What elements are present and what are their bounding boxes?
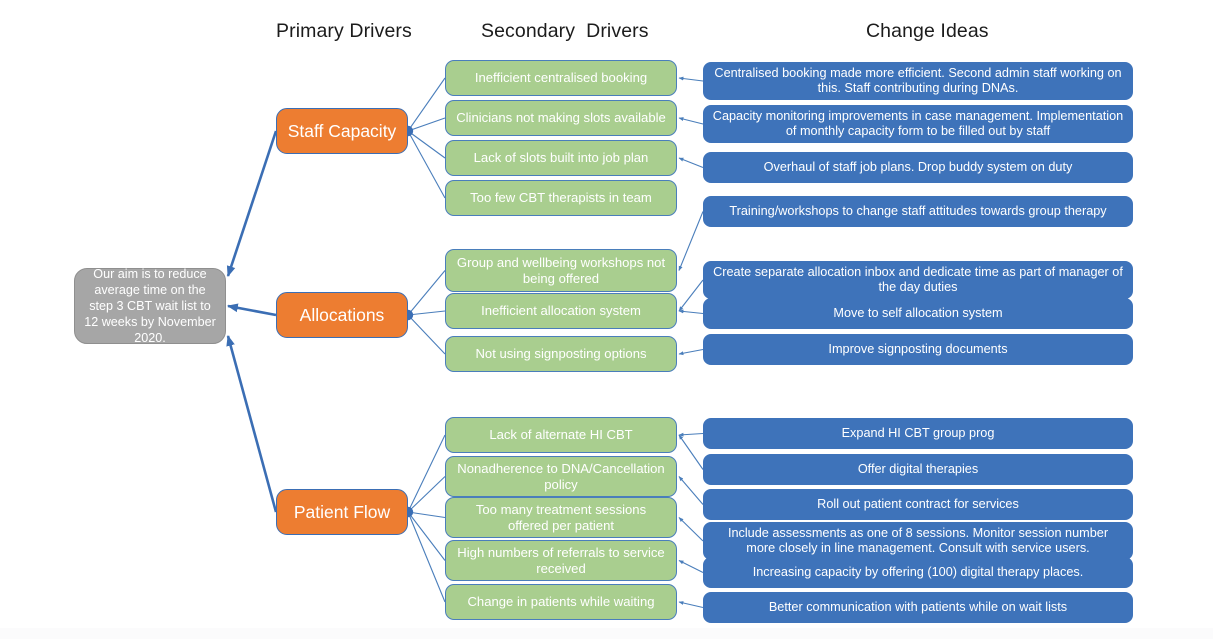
column-header-0: Primary Drivers xyxy=(276,20,412,42)
connector-primary-secondary-2 xyxy=(407,130,446,159)
secondary-driver-lack-of-alternate-hi-cbt[interactable]: Lack of alternate HI CBT xyxy=(445,417,677,453)
secondary-driver-group-and-wellbeing-workshops-not-being-offered[interactable]: Group and wellbeing workshops not being … xyxy=(445,249,677,292)
node-label: Increasing capacity by offering (100) di… xyxy=(752,565,1084,580)
secondary-driver-too-few-cbt-therapists-in-team[interactable]: Too few CBT therapists in team xyxy=(445,180,677,216)
change-idea-move-to-self-allocation-system[interactable]: Move to self allocation system xyxy=(703,298,1133,329)
connector-idea-secondary-1 xyxy=(678,117,704,125)
node-label: Offer digital therapies xyxy=(857,462,979,477)
node-label: Lack of slots built into job plan xyxy=(473,150,649,166)
change-idea-roll-out-patient-contract-for-services[interactable]: Roll out patient contract for services xyxy=(703,489,1133,520)
connector-trunk-0 xyxy=(226,130,278,278)
node-label: Group and wellbeing workshops not being … xyxy=(456,255,666,286)
node-label: Overhaul of staff job plans. Drop buddy … xyxy=(763,160,1073,175)
connector-idea-secondary-4 xyxy=(678,279,704,312)
node-label: Inefficient centralised booking xyxy=(474,70,648,86)
connector-primary-secondary-11 xyxy=(407,511,446,603)
change-idea-include-assessments-as-one-of-8-sessions[interactable]: Include assessments as one of 8 sessions… xyxy=(703,522,1133,560)
change-idea-improve-signposting-documents[interactable]: Improve signposting documents xyxy=(703,334,1133,365)
primary-driver-staff-capacity[interactable]: Staff Capacity xyxy=(276,108,408,154)
connector-idea-secondary-11 xyxy=(678,560,704,573)
column-header-2: Change Ideas xyxy=(866,20,989,42)
connector-primary-secondary-0 xyxy=(407,77,446,132)
connector-idea-secondary-12 xyxy=(678,601,704,609)
node-label: Capacity monitoring improvements in case… xyxy=(712,109,1124,138)
node-label: Not using signposting options xyxy=(475,346,647,362)
node-label: Patient Flow xyxy=(293,501,391,522)
node-label: Nonadherence to DNA/Cancellation policy xyxy=(457,461,665,492)
connector-primary-secondary-9 xyxy=(407,511,446,519)
connector-idea-secondary-3 xyxy=(678,211,704,271)
node-label: Lack of alternate HI CBT xyxy=(489,427,633,443)
connector-idea-secondary-10 xyxy=(678,517,704,542)
connector-idea-secondary-6 xyxy=(678,348,704,356)
node-label: Too few CBT therapists in team xyxy=(470,190,652,206)
secondary-driver-clinicians-not-making-slots-available[interactable]: Clinicians not making slots available xyxy=(445,100,677,136)
primary-driver-allocations[interactable]: Allocations xyxy=(276,292,408,338)
bottom-band xyxy=(0,628,1213,639)
node-label: Expand HI CBT group prog xyxy=(841,426,995,441)
change-idea-centralised-booking-made-more-efficient[interactable]: Centralised booking made more efficient.… xyxy=(703,62,1133,100)
aim-statement-box[interactable]: Our aim is to reduce average time on the… xyxy=(74,266,226,346)
connector-primary-secondary-1 xyxy=(407,117,446,132)
connector-primary-secondary-6 xyxy=(407,314,446,355)
node-label: Improve signposting documents xyxy=(828,342,1008,357)
connector-primary-secondary-10 xyxy=(407,511,446,561)
secondary-driver-inefficient-centralised-booking[interactable]: Inefficient centralised booking xyxy=(445,60,677,96)
connector-primary-secondary-7 xyxy=(407,434,446,513)
secondary-driver-inefficient-allocation-system[interactable]: Inefficient allocation system xyxy=(445,293,677,329)
connector-primary-secondary-3 xyxy=(407,130,446,199)
node-label: Our aim is to reduce average time on the… xyxy=(84,266,216,346)
column-header-1: Secondary Drivers xyxy=(481,20,649,42)
change-idea-capacity-monitoring-improvements[interactable]: Capacity monitoring improvements in case… xyxy=(703,105,1133,143)
change-idea-offer-digital-therapies[interactable]: Offer digital therapies xyxy=(703,454,1133,485)
secondary-driver-change-in-patients-while-waiting[interactable]: Change in patients while waiting xyxy=(445,584,677,620)
node-label: Clinicians not making slots available xyxy=(456,110,666,126)
connector-trunk-2 xyxy=(226,334,278,513)
change-idea-training-workshops-group-therapy[interactable]: Training/workshops to change staff attit… xyxy=(703,196,1133,227)
node-label: Better communication with patients while… xyxy=(768,600,1068,615)
connector-idea-secondary-5 xyxy=(678,309,704,315)
connector-idea-secondary-8 xyxy=(678,434,704,470)
node-label: Include assessments as one of 8 sessions… xyxy=(727,526,1109,555)
node-label: Move to self allocation system xyxy=(833,306,1003,321)
change-idea-increasing-capacity-digital-therapy-places[interactable]: Increasing capacity by offering (100) di… xyxy=(703,557,1133,588)
connector-primary-secondary-4 xyxy=(407,270,446,316)
secondary-driver-nonadherence-to-dna-cancellation-policy[interactable]: Nonadherence to DNA/Cancellation policy xyxy=(445,456,677,497)
node-label: Change in patients while waiting xyxy=(467,594,655,610)
connector-primary-secondary-5 xyxy=(407,310,446,316)
connector-idea-secondary-7 xyxy=(678,432,704,437)
connector-primary-secondary-8 xyxy=(407,476,446,513)
node-label: Staff Capacity xyxy=(287,120,397,141)
node-label: Inefficient allocation system xyxy=(481,303,641,319)
node-label: Roll out patient contract for services xyxy=(817,497,1019,512)
change-idea-create-separate-allocation-inbox[interactable]: Create separate allocation inbox and ded… xyxy=(703,261,1133,299)
node-label: Centralised booking made more efficient.… xyxy=(714,66,1122,95)
secondary-driver-too-many-treatment-sessions-offered-per-patient[interactable]: Too many treatment sessions offered per … xyxy=(445,497,677,538)
connector-trunk-1 xyxy=(226,303,277,317)
secondary-driver-not-using-signposting-options[interactable]: Not using signposting options xyxy=(445,336,677,372)
change-idea-expand-hi-cbt-group-prog[interactable]: Expand HI CBT group prog xyxy=(703,418,1133,449)
node-label: High numbers of referrals to service rec… xyxy=(457,545,665,576)
primary-driver-patient-flow[interactable]: Patient Flow xyxy=(276,489,408,535)
change-idea-overhaul-of-staff-job-plans[interactable]: Overhaul of staff job plans. Drop buddy … xyxy=(703,152,1133,183)
connector-idea-secondary-2 xyxy=(678,157,704,169)
node-label: Training/workshops to change staff attit… xyxy=(729,204,1107,219)
connector-idea-secondary-9 xyxy=(678,476,704,505)
node-label: Create separate allocation inbox and ded… xyxy=(713,265,1123,294)
secondary-driver-lack-of-slots-built-into-job-plan[interactable]: Lack of slots built into job plan xyxy=(445,140,677,176)
node-label: Too many treatment sessions offered per … xyxy=(475,502,647,533)
connector-idea-secondary-0 xyxy=(678,76,704,82)
node-label: Allocations xyxy=(299,304,385,325)
change-idea-better-communication-with-patients[interactable]: Better communication with patients while… xyxy=(703,592,1133,623)
secondary-driver-high-numbers-of-referrals-to-service-received[interactable]: High numbers of referrals to service rec… xyxy=(445,540,677,581)
